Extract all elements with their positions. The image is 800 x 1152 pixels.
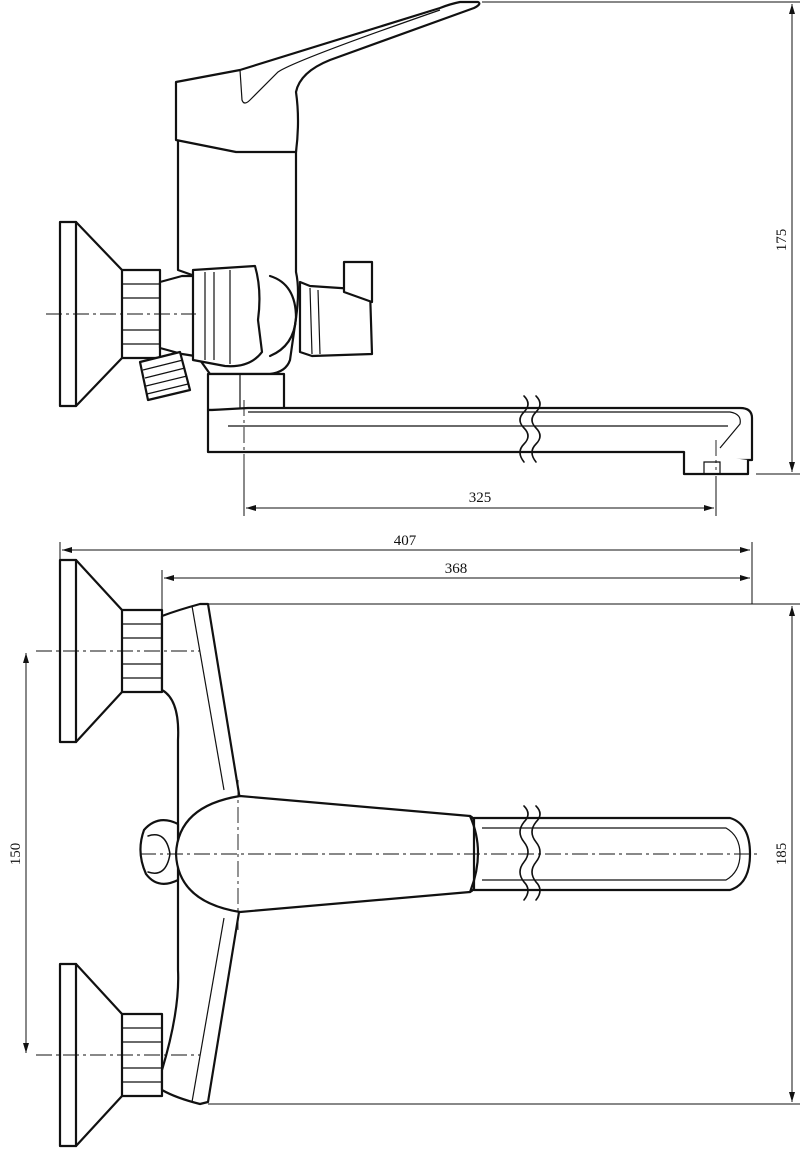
- side-valve-housing: [191, 264, 264, 368]
- side-eccentric: [158, 274, 197, 358]
- side-view-dimensions: 175 325: [243, 1, 800, 516]
- top-diverter-boss: [139, 819, 180, 885]
- side-thread-connector: [138, 350, 192, 402]
- side-spout: [206, 406, 754, 462]
- dim-width-368: 368: [445, 561, 468, 577]
- dim-height-175: 175: [774, 229, 790, 252]
- top-upper-nut: [120, 608, 164, 694]
- dim-depth-185: 185: [774, 843, 790, 866]
- side-handle-lever: [174, 0, 481, 154]
- dim-reach-325: 325: [469, 490, 492, 506]
- top-view-dimensions: 407 368 185 150: [8, 533, 800, 1105]
- dim-width-407: 407: [394, 533, 417, 549]
- top-lower-nut: [120, 1012, 164, 1098]
- side-outlet-collar: [206, 372, 286, 412]
- side-diverter-knob: [298, 260, 374, 358]
- side-view: [46, 0, 754, 476]
- top-view: [36, 558, 760, 1148]
- dim-center-150: 150: [8, 843, 24, 866]
